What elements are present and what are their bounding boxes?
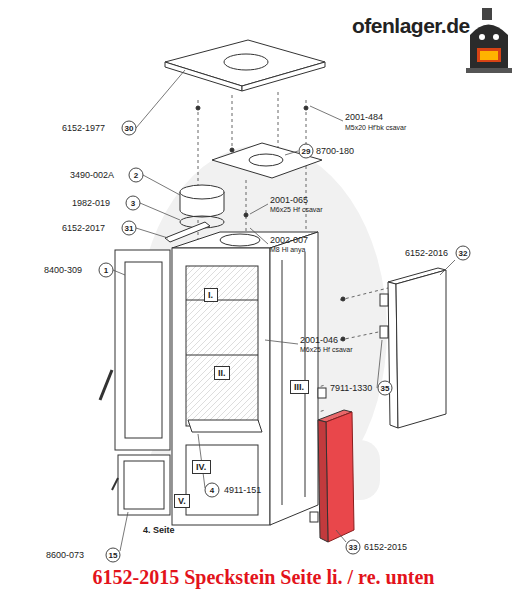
callout-number: 30 (125, 123, 134, 134)
part-number: 4911-151 (224, 485, 261, 496)
part-number: 6152-1977 (62, 123, 105, 134)
part-spec: M6x25 Hf csavar (300, 346, 353, 354)
part-number: 8600-073 (46, 550, 84, 561)
part-number: 2001-065 (270, 195, 308, 206)
part-number: 6152-2017 (62, 223, 105, 234)
part-spec: M6x25 Hf csavar (270, 206, 323, 214)
section-marker: II. (214, 366, 230, 380)
marker-text: V. (178, 496, 186, 506)
callout-number: 35 (381, 383, 390, 394)
callout-number: 33 (349, 542, 358, 553)
part-number: 8400-309 (44, 265, 82, 276)
part-number: 3490-002A (70, 170, 114, 181)
part-number: 2001-484 (345, 112, 383, 123)
callout-number: 32 (459, 248, 468, 259)
part-number: 1982-019 (72, 198, 110, 209)
section-marker: IV. (192, 460, 211, 474)
marker-text: I. (208, 290, 213, 300)
callout-number: 2 (134, 170, 138, 181)
callout-number: 4 (210, 485, 214, 496)
callout-number: 1 (104, 265, 108, 276)
callout-number: 3 (131, 198, 135, 209)
part-number: 2001-046 (300, 335, 338, 346)
callout-number: 15 (109, 550, 118, 561)
callout-number: 29 (302, 146, 311, 157)
caption: 6152-2015 Speckstein Seite li. / re. unt… (0, 565, 527, 589)
part-spec: M8 Hl anya (270, 246, 305, 254)
part-spec: M5x20 Hf'bk csavar (345, 124, 406, 132)
section-marker: III. (290, 380, 309, 394)
part-number: 6152-2016 (405, 248, 448, 259)
logo-mascot (466, 8, 512, 73)
part-number: 2002-007 (270, 235, 308, 246)
callout-circles (99, 121, 470, 562)
note-label: 4. Seite (143, 525, 175, 536)
part-number: 6152-2015 (364, 542, 407, 553)
section-marker: V. (174, 494, 190, 508)
marker-text: IV. (196, 462, 206, 472)
callout-number: 31 (125, 223, 134, 234)
marker-text: II. (218, 368, 226, 378)
logo-text: ofenlager.de (352, 14, 470, 38)
part-number: 8700-180 (316, 146, 354, 157)
marker-text: III. (294, 382, 304, 392)
section-marker: I. (204, 288, 218, 302)
part-number: 7911-1330 (330, 383, 372, 394)
